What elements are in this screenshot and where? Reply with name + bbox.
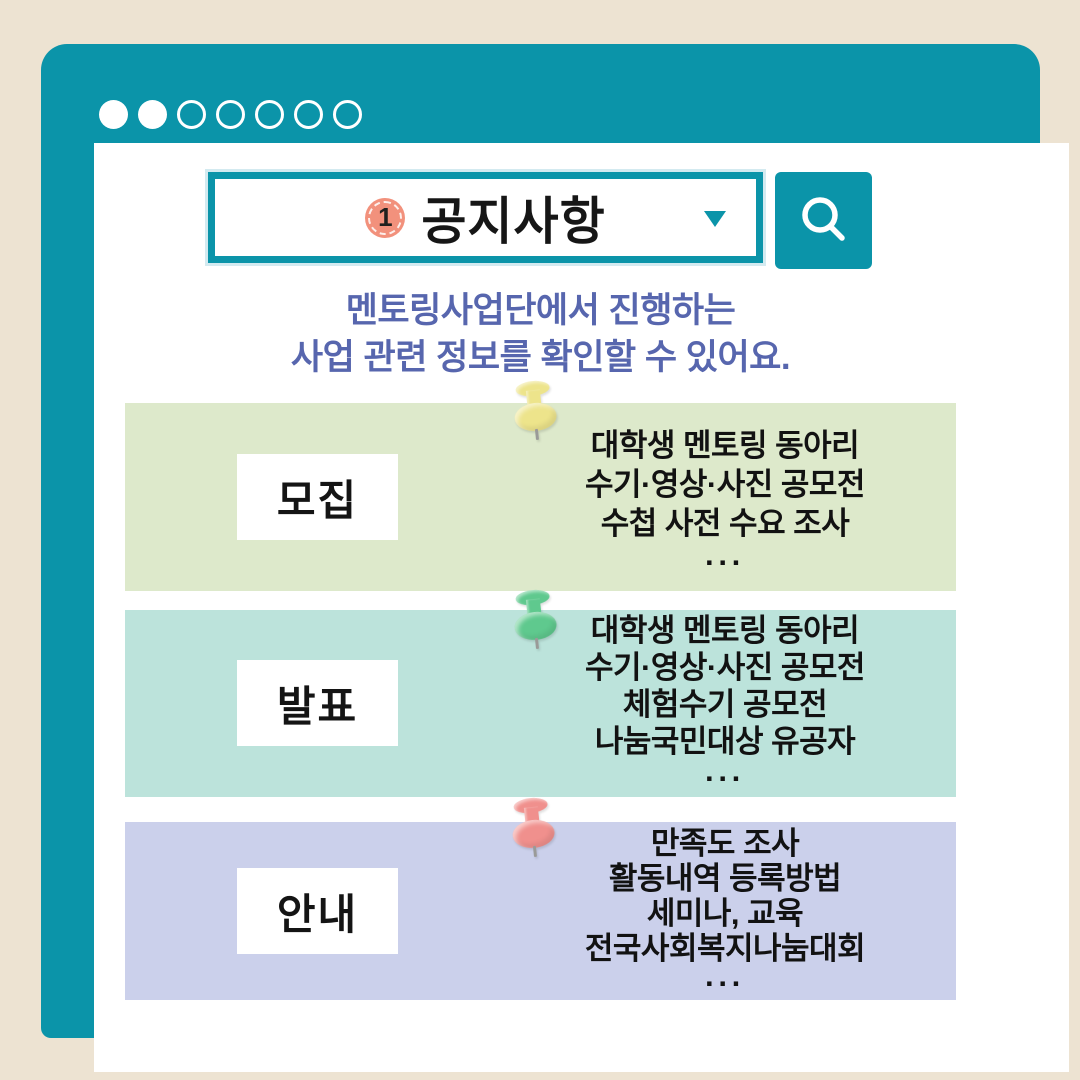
list-item: 전국사회복지나눔대회 — [584, 931, 866, 966]
section-mojip-list: 대학생 멘토링 동아리 수기·영상·사진 공모전 수첩 사전 수요 조사 ··· — [535, 426, 915, 582]
list-item: 세미나, 교육 — [646, 896, 804, 931]
list-item: 나눔국민대상 유공자 — [594, 724, 856, 759]
window-dot-icon — [333, 100, 362, 129]
list-item: 수기·영상·사진 공모전 — [585, 650, 865, 685]
list-item: 만족도 조사 — [650, 826, 800, 861]
pushpin-icon — [511, 379, 559, 443]
pushpin-icon — [511, 588, 559, 652]
window-titlebar — [99, 100, 362, 129]
list-item: 수첩 사전 수요 조사 — [600, 506, 850, 541]
window-dot-icon — [294, 100, 323, 129]
chevron-down-icon[interactable] — [704, 210, 726, 227]
list-item: 수기·영상·사진 공모전 — [585, 467, 865, 502]
search-title: 공지사항 — [421, 194, 606, 251]
window-dot-icon — [255, 100, 284, 129]
subtitle-line-1: 멘토링사업단에서 진행하는 — [345, 291, 736, 330]
search-icon — [801, 196, 845, 241]
section-mojip-label: 모집 — [237, 454, 398, 540]
search-button[interactable] — [775, 172, 872, 269]
subtitle-line-2: 사업 관련 정보를 확인할 수 있어요. — [290, 338, 791, 377]
section-annae-list: 만족도 조사 활동내역 등록방법 세미나, 교육 전국사회복지나눔대회 ··· — [535, 826, 915, 1001]
section-label-text: 모집 — [276, 476, 359, 524]
badge-number: 1 — [378, 202, 393, 232]
section-label-text: 안내 — [276, 890, 359, 938]
pushpin-icon — [509, 796, 557, 860]
window-dot-icon — [216, 100, 245, 129]
window-dot-icon — [138, 100, 167, 129]
ellipsis: ··· — [705, 545, 745, 580]
subtitle: 멘토링사업단에서 진행하는 사업 관련 정보를 확인할 수 있어요. — [53, 287, 1028, 381]
list-item: 체험수기 공모전 — [622, 687, 828, 722]
section-label-text: 발표 — [276, 682, 359, 730]
ellipsis: ··· — [705, 761, 745, 796]
list-item: 활동내역 등록방법 — [608, 861, 842, 896]
window-dot-icon — [99, 100, 128, 129]
section-balpyo-label: 발표 — [237, 660, 398, 746]
window-dot-icon — [177, 100, 206, 129]
section-annae-label: 안내 — [237, 868, 398, 954]
search-dropdown[interactable]: 1 공지사항 — [208, 172, 763, 263]
list-item: 대학생 멘토링 동아리 — [590, 613, 860, 648]
ellipsis: ··· — [705, 966, 745, 1001]
list-item: 대학생 멘토링 동아리 — [590, 428, 860, 463]
section-balpyo-list: 대학생 멘토링 동아리 수기·영상·사진 공모전 체험수기 공모전 나눔국민대상… — [535, 612, 915, 797]
number-one-badge: 1 — [365, 197, 406, 238]
